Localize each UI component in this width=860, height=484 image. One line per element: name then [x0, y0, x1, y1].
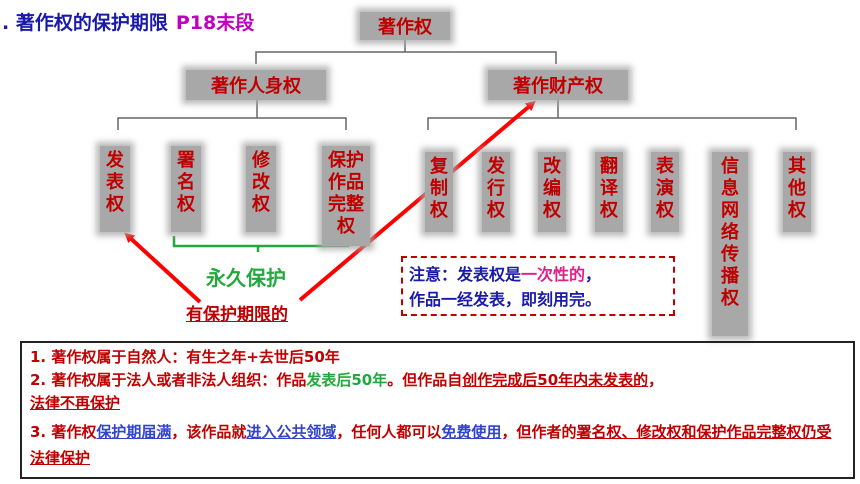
- rule-3-c: ，该作品就: [171, 423, 247, 441]
- rule-3-e: ，任何人都可以: [336, 423, 442, 441]
- leaf-attribution-right: 署 名 权: [171, 146, 201, 232]
- rule-1: 1. 著作权属于自然人：有生之年+去世后50年: [30, 348, 340, 366]
- leaf-translation-right: 翻 译 权: [595, 152, 623, 232]
- leaf-adaptation-right: 改 编 权: [538, 152, 566, 232]
- leaf-network-right: 信 息 网 络 传 播 权: [712, 152, 748, 336]
- personal-bracket: [117, 117, 347, 130]
- permanent-protection-label: 永久保护: [206, 266, 286, 290]
- title-main: . 著作权的保护期限: [2, 12, 168, 34]
- rule-3-b: 保护期届满: [96, 423, 172, 441]
- leaf-reproduction-right: 复 制 权: [425, 152, 453, 232]
- note-box: 注意：发表权是一次性的， 作品一经发表，即刻用完。: [401, 256, 675, 316]
- rule-3-h: 署名权、修改权和保护作品完整权仍受法律保护: [30, 423, 832, 467]
- rule-3-a: 3. 著作权: [30, 423, 97, 441]
- note-part-2: 一次性的: [521, 265, 586, 284]
- rules-box: 1. 著作权属于自然人：有生之年+去世后50年 2. 著作权属于法人或者非法人组…: [20, 341, 855, 479]
- leaf-integrity-right: 保护 作品 完整 权: [322, 146, 370, 246]
- rule-3-d: 进入公共领域: [246, 423, 337, 441]
- node-personal-rights: 著作人身权: [186, 70, 326, 100]
- note-line-2: 作品一经发表，即刻用完。: [409, 290, 602, 309]
- rule-2-b: 发表后50年: [306, 371, 388, 389]
- note-part-3: ，: [585, 265, 602, 284]
- node-copyright-label: 著作权: [378, 17, 432, 38]
- leaf-performance-right: 表 演 权: [651, 152, 679, 232]
- rule-3: 3. 著作权保护期届满，该作品就进入公共领域，任何人都可以免费使用，但作者的署名…: [30, 419, 845, 471]
- leaf-other-rights: 其 他 权: [783, 152, 811, 232]
- rule-2-a: 2. 著作权属于法人或者非法人组织：作品: [30, 371, 307, 389]
- rule-2: 2. 著作权属于法人或者非法人组织：作品发表后50年。但作品自创作完成后50年内…: [30, 369, 845, 415]
- node-property-label: 著作财产权: [513, 76, 603, 97]
- slide-title: . 著作权的保护期限 P18末段: [2, 8, 254, 35]
- rule-3-f: 免费使用: [441, 423, 502, 441]
- limited-protection-label: 有保护期限的: [186, 305, 288, 325]
- note-line-1: 注意：发表权是一次性的，: [409, 262, 667, 287]
- arrow-to-publish-right: [124, 232, 202, 304]
- rule-2-d: 创作完成后50年内未发表的: [462, 371, 649, 389]
- leaf-distribution-right: 发 行 权: [482, 152, 510, 232]
- arrow-to-property-rights: [298, 100, 536, 302]
- rule-2-e: ，: [648, 371, 664, 389]
- leaf-publish-right: 发 表 权: [100, 146, 130, 232]
- root-bracket: [255, 51, 557, 64]
- node-personal-label: 著作人身权: [211, 76, 301, 97]
- rule-2-f: 法律不再保护: [30, 394, 121, 412]
- property-bracket: [427, 117, 797, 130]
- note-part-1: 注意：发表权是: [409, 265, 522, 284]
- node-property-rights: 著作财产权: [488, 70, 628, 100]
- title-page-ref: P18末段: [175, 12, 255, 34]
- node-copyright: 著作权: [360, 12, 450, 40]
- rule-3-g: ，但作者的: [501, 423, 577, 441]
- rule-2-c: 。但作品自: [387, 371, 463, 389]
- leaf-modify-right: 修 改 权: [246, 146, 276, 232]
